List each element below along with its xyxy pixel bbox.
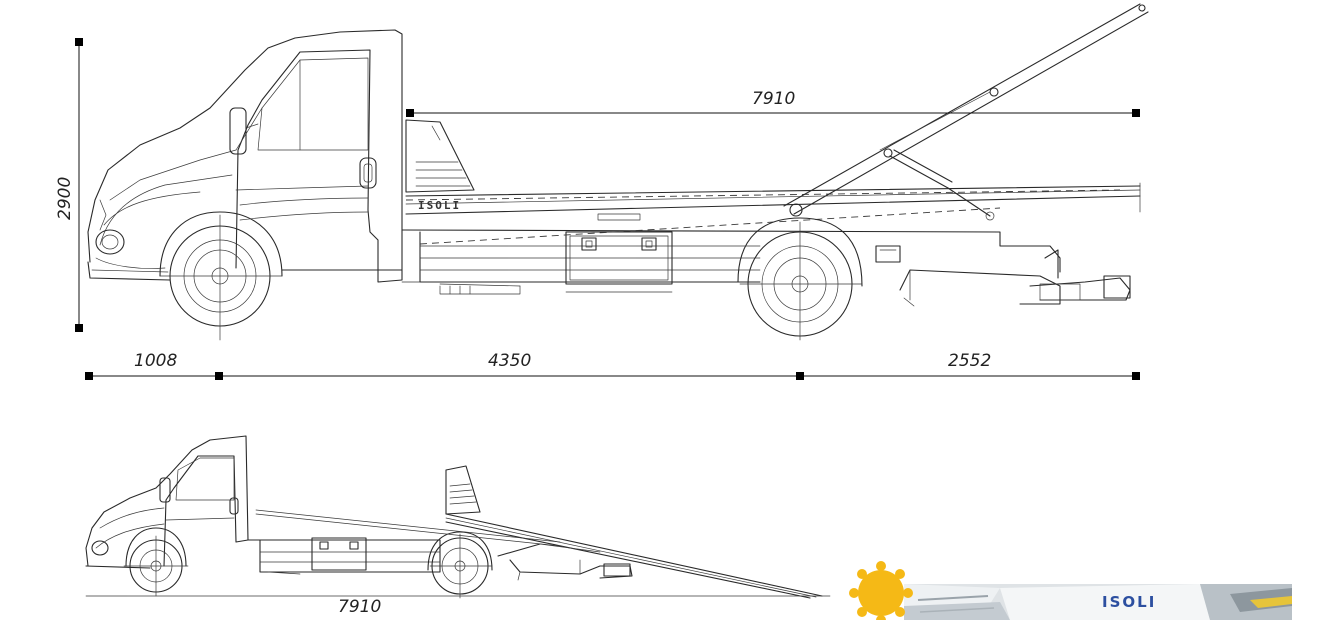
flatbed (405, 182, 1141, 245)
rear-wheel (737, 217, 863, 341)
chassis-small (247, 537, 441, 575)
rear-wheel-small (427, 531, 493, 599)
headboard-small (445, 465, 481, 515)
sun-badge-icon (849, 561, 913, 620)
chassis (281, 229, 1061, 295)
flatbed-tilted (255, 509, 823, 599)
dimension-label-front-overhang: 1008 (134, 351, 177, 371)
under-lift (875, 245, 1131, 307)
cab (87, 29, 403, 283)
cab-small (85, 435, 249, 569)
truck-side-view-extended: ISOLI (55, 3, 1149, 380)
photo-strip: ISOLI (904, 584, 1292, 620)
toolbox (565, 231, 673, 293)
brand-mark-top: ISOLI (418, 199, 461, 212)
truck-side-view-tilted: 7910 (85, 435, 831, 617)
dimension-lengths-bottom: 1008 4350 2552 (85, 351, 1140, 380)
front-wheel-small (123, 527, 189, 597)
boom-arm (783, 3, 1149, 221)
dimension-label-overall-top: 7910 (752, 89, 795, 109)
dimension-overall-top: 7910 (406, 89, 1140, 117)
dimension-label-rear-overhang: 2552 (948, 351, 991, 371)
dimension-height: 2900 (55, 38, 83, 332)
headboard: ISOLI (405, 119, 475, 212)
dimension-label-wheelbase: 4350 (488, 351, 531, 371)
under-lift-small (509, 559, 633, 581)
front-wheel (159, 211, 283, 341)
photo-brand-label: ISOLI (1102, 593, 1156, 611)
dimension-label-height: 2900 (55, 177, 75, 220)
dimension-label-overall-bottom: 7910 (338, 597, 381, 617)
